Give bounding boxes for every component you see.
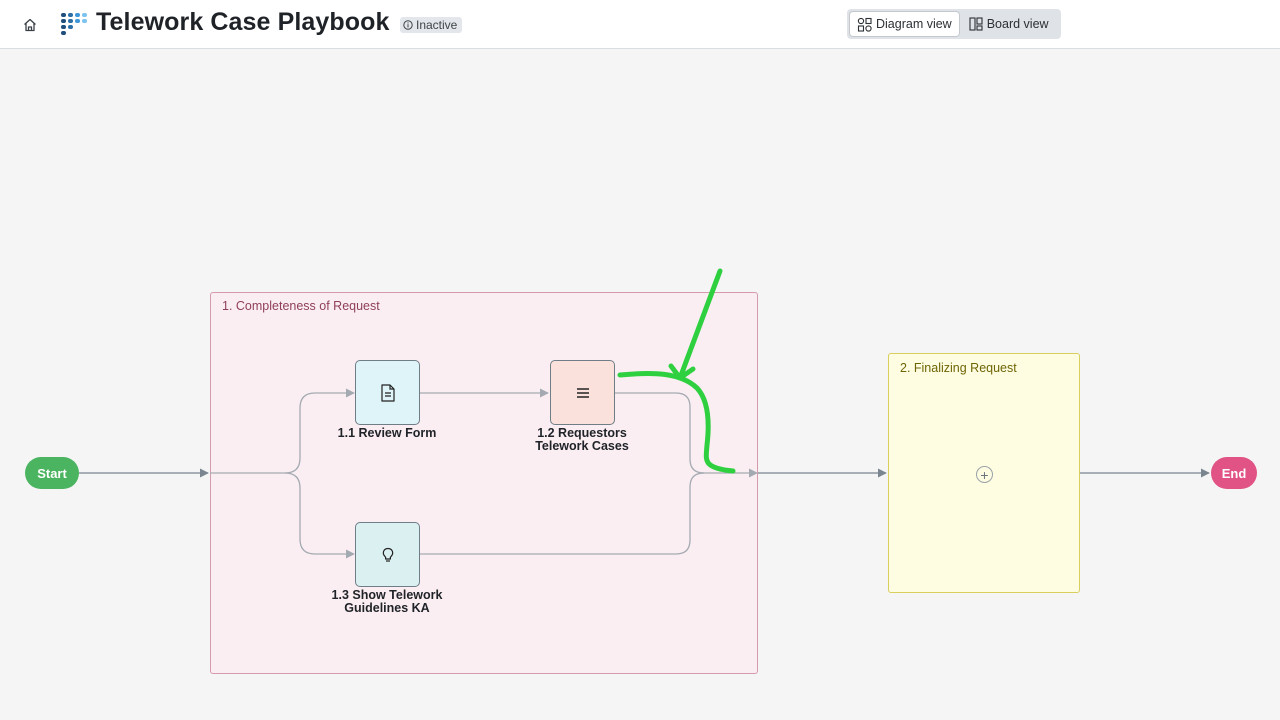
lightbulb-icon [382,547,393,562]
info-icon [403,20,413,30]
task-label: 1.2 Requestors Telework Cases [512,427,652,453]
diagram-view-label: Diagram view [876,17,952,31]
task-1-2-requestors-telework-cases[interactable] [550,360,615,425]
view-toggle: Diagram view Board view [847,9,1061,39]
diagram-view-icon [857,17,872,32]
task-label: 1.3 Show Telework Guidelines KA [317,589,457,615]
diagram-view-button[interactable]: Diagram view [850,12,959,36]
stage-title: 1. Completeness of Request [222,299,380,313]
stage-completeness-of-request[interactable]: 1. Completeness of Request [210,292,758,674]
playbook-logo-icon [61,13,87,35]
home-icon[interactable] [18,13,42,37]
form-document-icon [380,383,395,402]
stage-title: 2. Finalizing Request [900,361,1017,375]
task-label-line: Telework Cases [535,439,629,453]
start-node[interactable]: Start [25,457,79,489]
end-node[interactable]: End [1211,457,1257,489]
board-view-label: Board view [986,17,1049,31]
task-1-1-review-form[interactable] [355,360,420,425]
top-bar: Telework Case Playbook Inactive Diagram … [0,0,1280,49]
stage-finalizing-request[interactable]: 2. Finalizing Request + [888,353,1080,593]
page-title: Telework Case Playbook [96,8,390,36]
task-label-line: 1.2 Requestors [537,426,627,440]
board-view-button[interactable]: Board view [962,12,1056,36]
task-label: 1.1 Review Form [337,426,437,440]
task-label-line: 1.3 Show Telework [331,588,443,602]
add-task-icon[interactable]: + [976,466,993,483]
status-badge: Inactive [400,17,463,33]
status-text: Inactive [416,18,458,32]
list-icon [576,387,589,398]
task-1-3-show-telework-guidelines-ka[interactable] [355,522,420,587]
task-label-line: Guidelines KA [344,601,430,615]
board-view-icon [969,17,983,31]
